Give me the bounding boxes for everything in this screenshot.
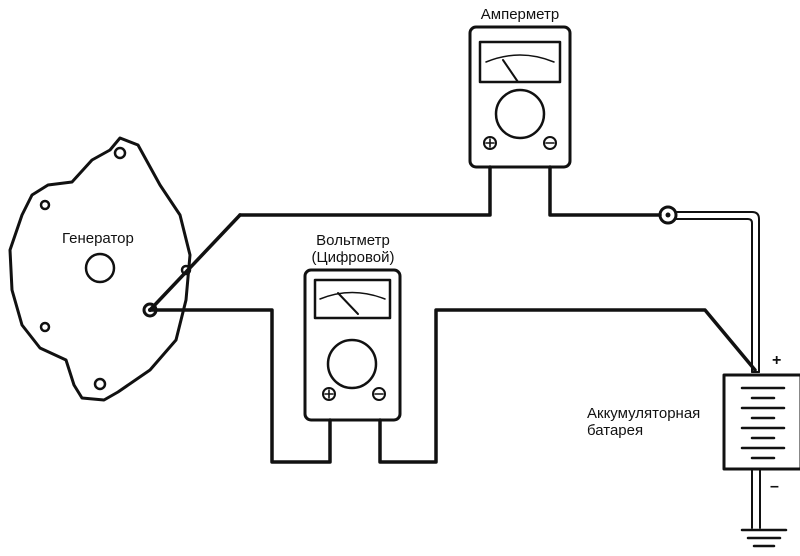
ground-icon <box>740 528 788 548</box>
wire-generator-to-voltmeter-plus <box>148 308 332 464</box>
wire-generator-to-top <box>148 213 242 312</box>
generator-icon <box>8 136 192 402</box>
generator-label: Генератор <box>62 230 134 247</box>
wires <box>148 165 761 529</box>
battery-plus-sign: + <box>772 352 782 369</box>
voltmeter-label-line1: Вольтметр <box>316 232 390 249</box>
wire-voltmeter-minus-to-battery <box>378 308 757 464</box>
battery-label-line1: Аккумуляторная <box>587 405 701 422</box>
ring-terminal-icon <box>658 205 678 225</box>
battery-minus-sign: – <box>770 478 779 495</box>
voltmeter-icon <box>303 268 402 422</box>
battery-icon <box>722 373 800 471</box>
wire-ammeter-minus-to-terminal <box>548 165 662 217</box>
wire-top-to-ammeter-plus <box>238 165 492 217</box>
ammeter-label: Амперметр <box>480 6 560 23</box>
battery-label-line2: батарея <box>587 422 644 439</box>
voltmeter-label-line2: (Цифровой) <box>311 249 395 266</box>
ammeter-icon <box>468 25 572 169</box>
